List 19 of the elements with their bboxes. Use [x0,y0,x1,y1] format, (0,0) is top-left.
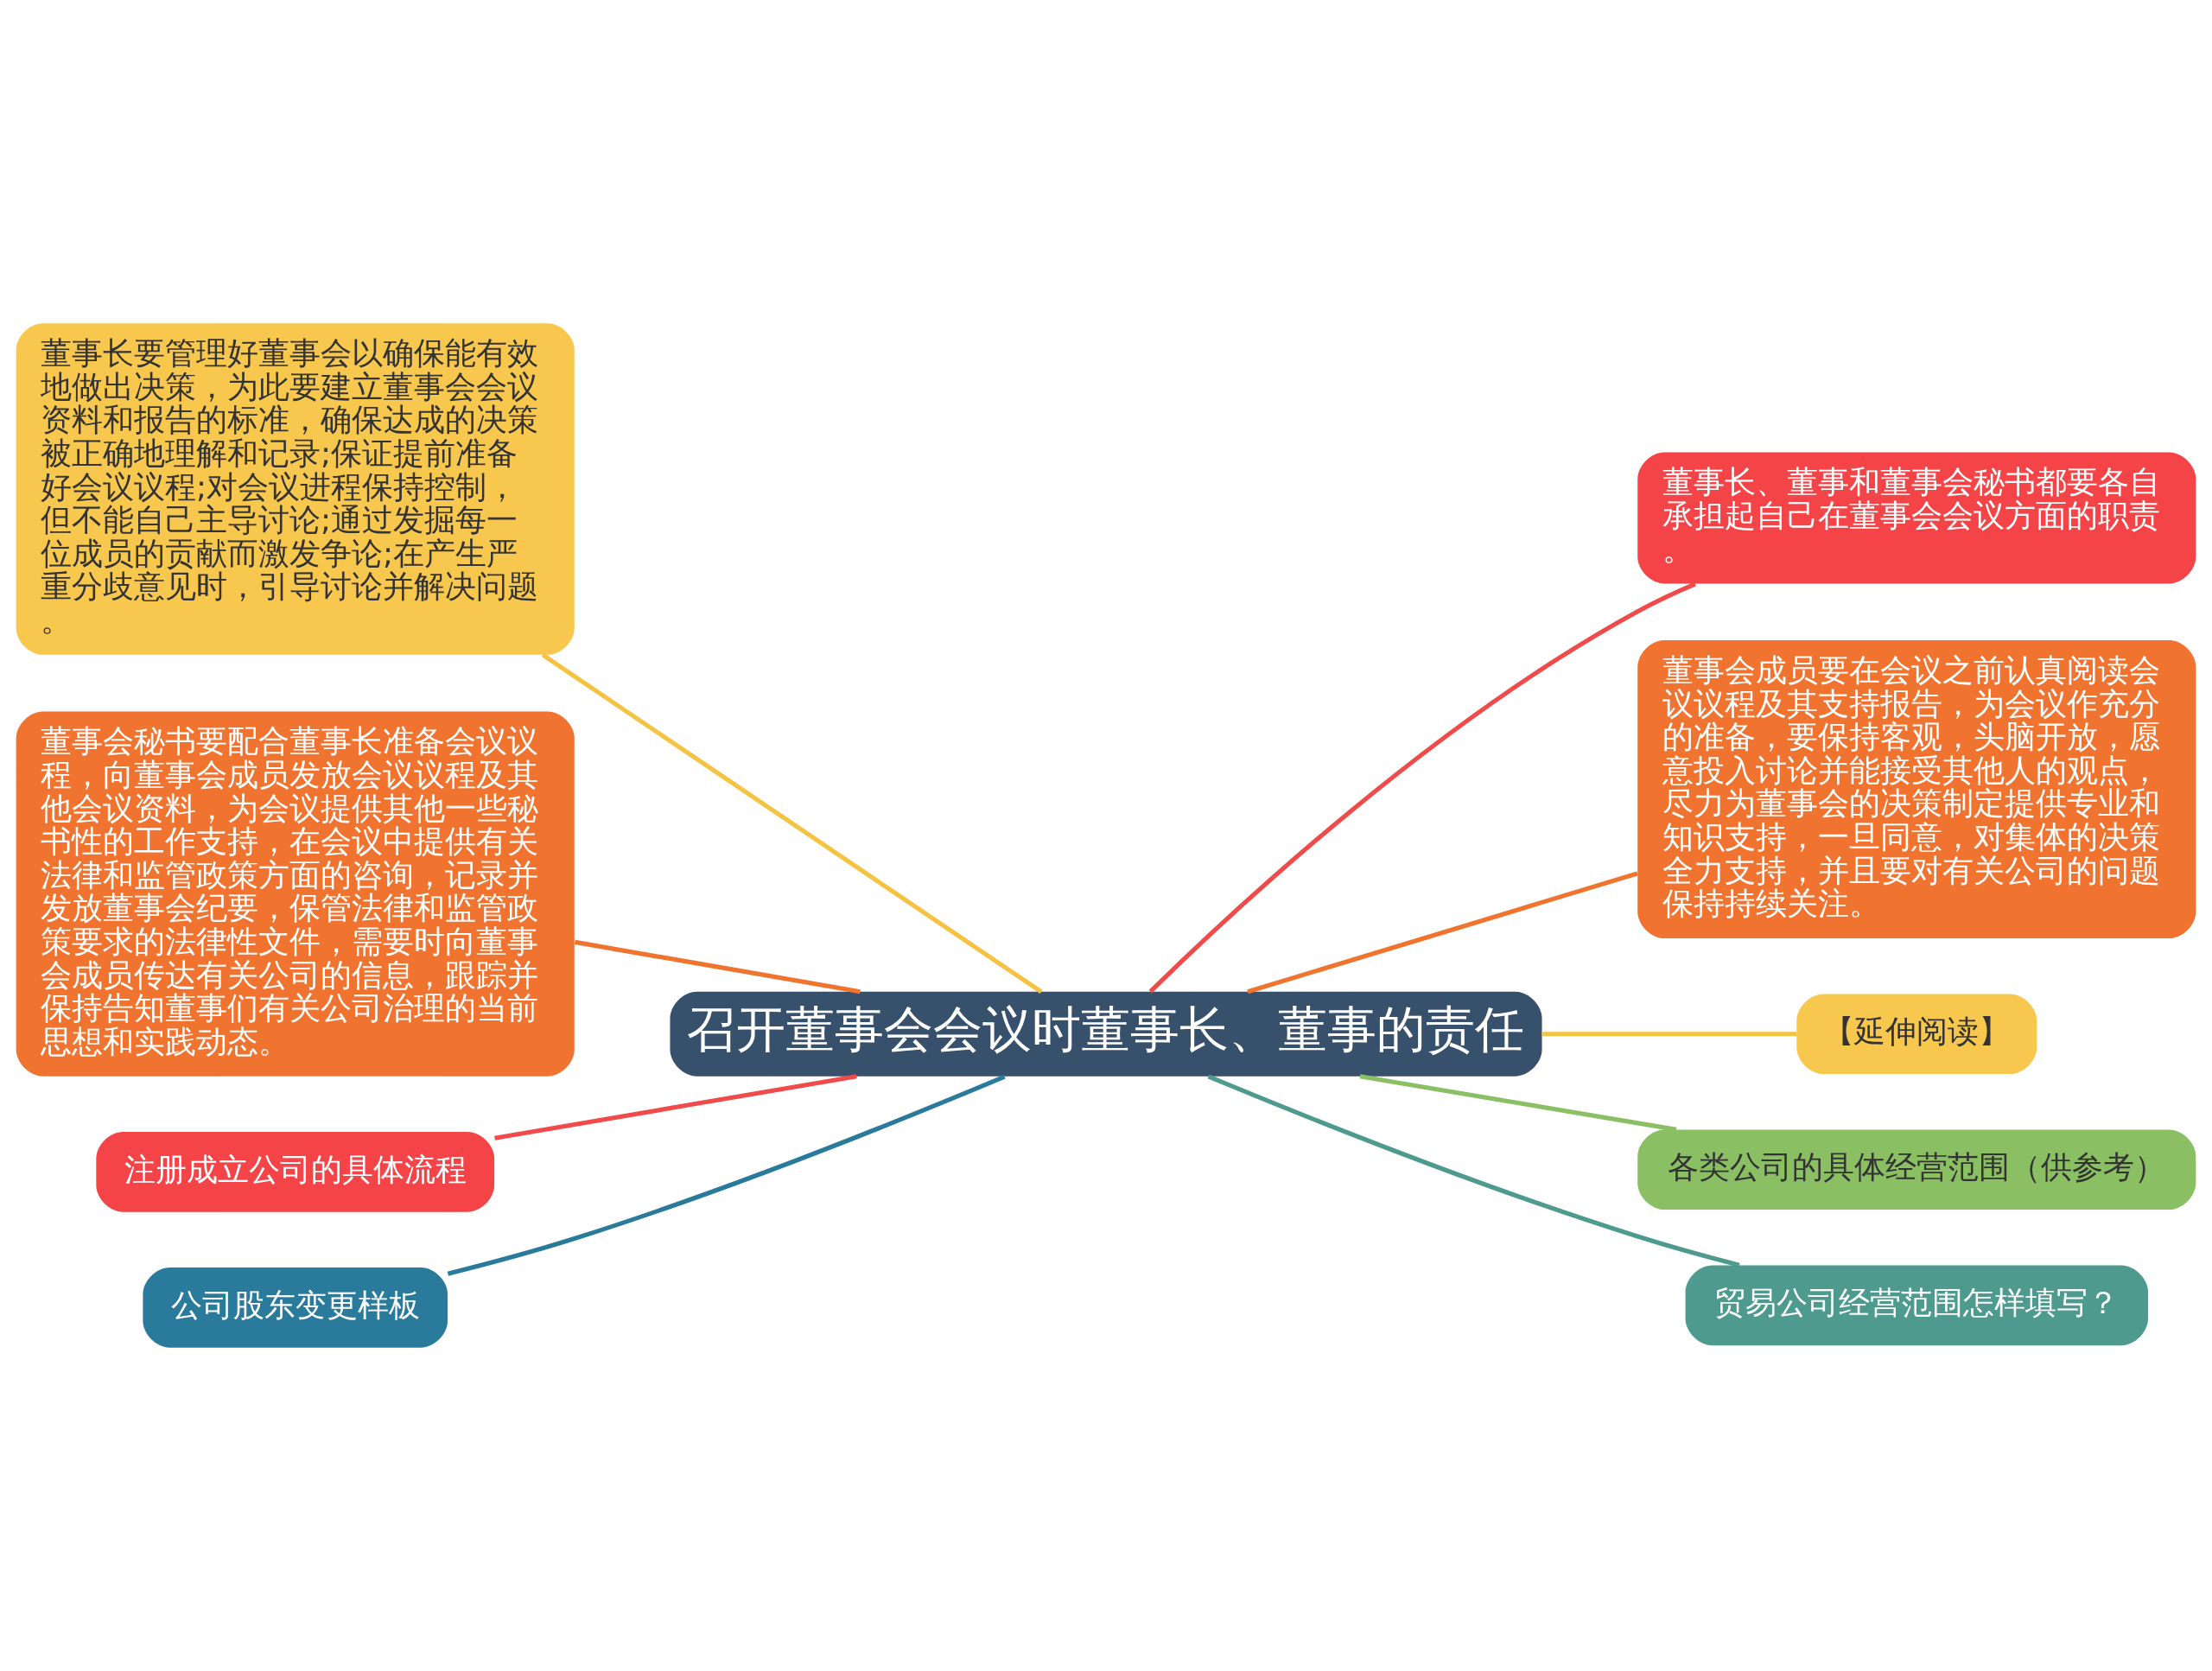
node-box: 董事长、董事和董事会秘书都要各自承担起自己在董事会会议方面的职责。 [1637,452,2196,584]
connector [575,939,861,994]
connector [1207,1074,1740,1268]
connector [1247,871,1638,994]
node-box: 各类公司的具体经营范围（供参考） [1637,1129,2196,1210]
node-box: 董事长要管理好董事会以确保能有效地做出决策，为此要建立董事会会议资料和报告的标准，确保达成的决策被正确地理解和记录;保证提前准备好会议议程;对会议进程保持控制，但不能自己主导讨论;通过发掘每一位成员的贡献而激发争论;在产生严重分歧意见时，引导讨论并解决问题。 [16,323,575,655]
node-box: 贸易公司经营范围怎样填写？ [1685,1265,2148,1346]
node-box: 【延伸阅读】 [1796,994,2037,1075]
connector [494,1074,857,1140]
node-box: 董事会秘书要配合董事长准备会议议程，向董事会成员发放会议议程及其他会议资料，为会议提供其他一些秘书性的工作支持，在会议中提供有关法律和监管政策方面的咨询，记录并发放董事会纪要，保管法律和监管政策要求的法律性文件，需要时向董事会成员传达有关公司的信息，跟踪并保持告知董事们有关公司治理的当前思想和实践动态。 [16,711,575,1077]
node-box: 注册成立公司的具体流程 [96,1132,495,1212]
connector [541,652,1043,994]
connector [1541,1032,1797,1037]
node-box: 董事会成员要在会议之前认真阅读会议议程及其支持报告，为会议作充分的准备，要保持客观，头脑开放，愿意投入讨论并能接受其他人的观点，尽力为董事会的决策制定提供专业和知识支持，一旦同意，对集体的决策全力支持，并且要对有关公司的问题保持持续关注。 [1637,640,2196,939]
connector [1359,1074,1677,1132]
node-box: 公司股东变更样板 [143,1268,448,1348]
connector [1148,581,1696,994]
connector [447,1074,1006,1276]
node-box: 召开董事会会议时董事长、董事的责任 [670,991,1542,1077]
